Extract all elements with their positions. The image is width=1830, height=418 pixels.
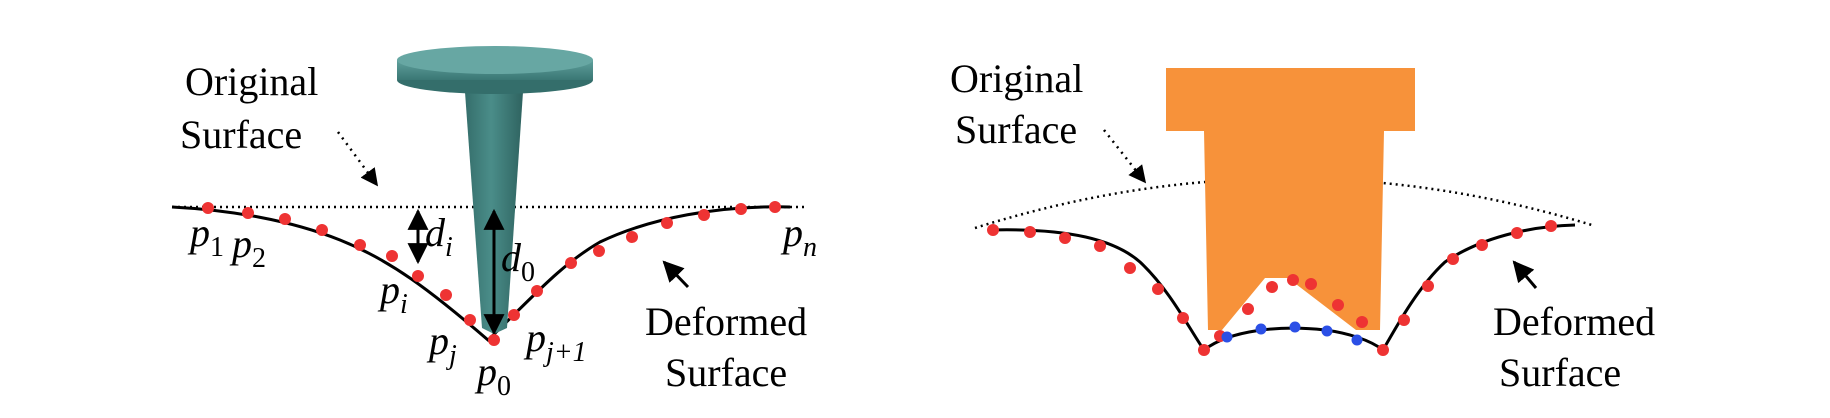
right-point: [1356, 316, 1368, 328]
left-original-pointer: [336, 131, 379, 187]
right-deformed-surface-label: Deformed Surface: [1493, 299, 1665, 395]
right-sample-points: [987, 220, 1557, 356]
left-sample-points: [202, 201, 781, 346]
right-point: [1024, 226, 1036, 238]
left-point: [661, 217, 673, 229]
right-point: [1242, 303, 1254, 315]
right-point: [1059, 232, 1071, 244]
right-point: [1305, 278, 1317, 290]
label-p0: p0: [474, 349, 511, 402]
label-pn: pn: [780, 210, 817, 263]
label-di: di: [425, 210, 453, 263]
right-original-surface-label: Original Surface: [950, 56, 1093, 152]
label-pi: pi: [377, 267, 408, 320]
left-point: [698, 209, 710, 221]
right-point: [1287, 274, 1299, 286]
right-contact-point: [1221, 331, 1233, 343]
left-point: [412, 270, 424, 282]
left-deformed-pointer: [662, 260, 690, 289]
right-original-pointer: [1103, 129, 1147, 184]
right-point: [1447, 253, 1459, 265]
left-original-surface-label: Original Surface: [180, 59, 328, 157]
left-point: [440, 289, 452, 301]
right-deformed-surface-curve: [989, 223, 1576, 353]
right-point: [1377, 344, 1389, 356]
label-d0: d0: [501, 235, 535, 288]
left-point: [735, 203, 747, 215]
right-point: [1266, 281, 1278, 293]
right-point: [1332, 299, 1344, 311]
left-point: [354, 239, 366, 251]
left-point: [242, 207, 254, 219]
left-point: [565, 257, 577, 269]
right-point: [1124, 262, 1136, 274]
left-panel: Original Surface Deformed Surface p1 p2 …: [171, 46, 817, 402]
label-pj: pj: [426, 318, 457, 371]
right-contact-point: [1351, 334, 1363, 346]
left-point: [202, 202, 214, 214]
right-point: [1177, 312, 1189, 324]
right-contact-point: [1255, 323, 1267, 335]
right-point: [1398, 314, 1410, 326]
right-indenter-body: [1166, 68, 1415, 330]
right-point: [1545, 220, 1557, 232]
left-deformed-surface-label: Deformed Surface: [645, 299, 817, 395]
right-indenter: [1166, 68, 1415, 330]
left-point: [769, 201, 781, 213]
right-deformed-pointer: [1512, 260, 1538, 289]
right-point: [1511, 227, 1523, 239]
right-contact-point: [1321, 325, 1333, 337]
left-point: [531, 285, 543, 297]
right-point: [1476, 239, 1488, 251]
left-point: [279, 213, 291, 225]
right-point: [1198, 344, 1210, 356]
right-point: [1094, 240, 1106, 252]
left-point: [316, 224, 328, 236]
label-pj1: pj+1: [523, 315, 587, 368]
left-point: [508, 309, 520, 321]
right-contact-points: [1221, 321, 1363, 346]
left-indenter-cap-top: [397, 46, 593, 74]
left-point: [593, 245, 605, 257]
right-point: [1422, 280, 1434, 292]
right-point: [1152, 283, 1164, 295]
label-p1: p1: [187, 210, 224, 263]
left-point: [386, 250, 398, 262]
right-point: [987, 224, 999, 236]
right-original-surface-arc: [974, 177, 1596, 230]
right-contact-point: [1289, 321, 1301, 333]
label-p2: p2: [229, 221, 266, 274]
left-point: [464, 314, 476, 326]
right-panel: Original Surface Deformed Surface: [950, 56, 1665, 395]
left-point: [488, 334, 500, 346]
left-point: [626, 231, 638, 243]
